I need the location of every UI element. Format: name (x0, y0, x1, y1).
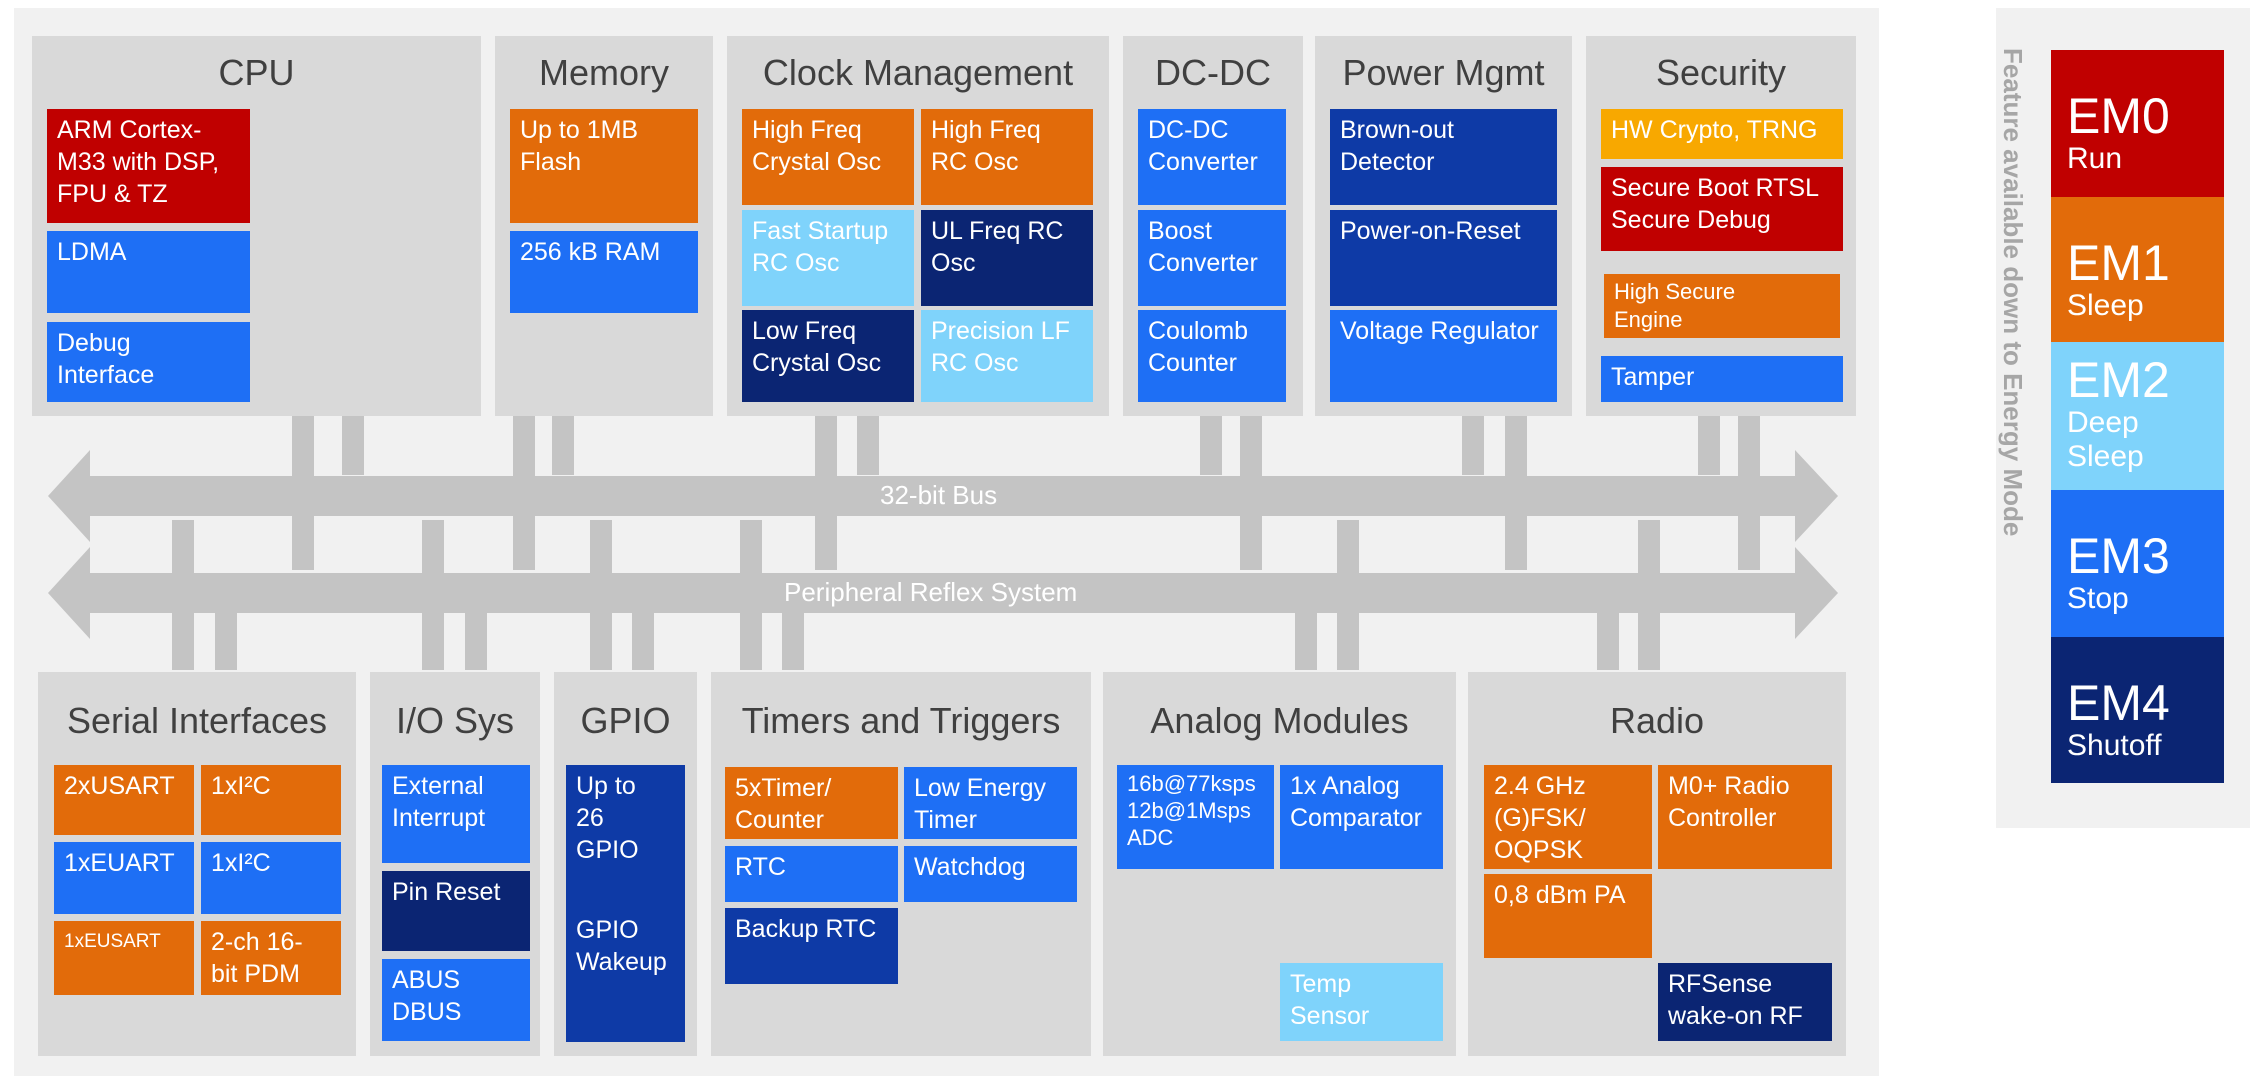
block-gpio-wakeup: GPIO Wakeup (566, 909, 685, 1042)
group-title: Serial Interfaces (66, 700, 328, 741)
group-security: Security HW Crypto, TRNG Secure Boot RTS… (1586, 36, 1856, 416)
block-tamper: Tamper (1601, 356, 1843, 402)
group-title: CPU (218, 52, 295, 93)
group-title: Analog Modules (1150, 700, 1409, 741)
block-2ch-pdm: 2-ch 16- bit PDM (201, 921, 341, 995)
block-timer-counter: 5xTimer/ Counter (725, 767, 898, 839)
block-temp-sensor: Temp Sensor (1280, 963, 1443, 1041)
block-2x-usart: 2xUSART (54, 765, 194, 835)
block-1x-euart: 1xEUART (54, 842, 194, 914)
block-1x-i2c-a: 1xI²C (201, 765, 341, 835)
group-dc-dc: DC-DC DC-DC Converter Boost Converter Co… (1123, 36, 1303, 416)
block-hf-crystal-osc: High Freq Crystal Osc (742, 109, 914, 205)
group-gpio: GPIO Up to 26 GPIO GPIO Wakeup (554, 672, 697, 1056)
block-hf-rc-osc: High Freq RC Osc (921, 109, 1093, 205)
block-arm-cortex: ARM Cortex- M33 with DSP, FPU & TZ (47, 109, 250, 223)
block-voltage-regulator: Voltage Regulator (1330, 310, 1557, 402)
block-low-energy-timer: Low Energy Timer (904, 767, 1077, 839)
block-rfsense: RFSense wake-on RF (1658, 963, 1832, 1041)
block-boost-converter: Boost Converter (1138, 210, 1286, 306)
block-ldma: LDMA (47, 231, 250, 313)
block-m0-radio-controller: M0+ Radio Controller (1658, 765, 1832, 869)
block-abus-dbus: ABUS DBUS (382, 959, 530, 1041)
group-title: Timers and Triggers (741, 700, 1061, 741)
block-fast-startup-rc-osc: Fast Startup RC Osc (742, 210, 914, 306)
block-watchdog: Watchdog (904, 846, 1077, 902)
block-1x-i2c-b: 1xI²C (201, 842, 341, 914)
group-clock-management: Clock Management High Freq Crystal Osc H… (727, 36, 1109, 416)
group-title: Security (1655, 52, 1787, 93)
group-title: Power Mgmt (1342, 52, 1545, 93)
block-precision-lf-rc-osc: Precision LF RC Osc (921, 310, 1093, 402)
block-power-on-reset: Power-on-Reset (1330, 210, 1557, 306)
block-backup-rtc: Backup RTC (725, 908, 898, 984)
block-high-secure-engine: High Secure Engine (1604, 274, 1840, 338)
bus-32bit-label: 32-bit Bus (880, 480, 998, 510)
block-pin-reset: Pin Reset (382, 871, 530, 951)
block-flash: Up to 1MB Flash (510, 109, 698, 223)
block-debug-interface: Debug Interface (47, 322, 250, 402)
block-brown-out-detector: Brown-out Detector (1330, 109, 1557, 205)
legend-caption: Feature available down to Energy Mode (1998, 48, 2028, 537)
block-ul-freq-rc-osc: UL Freq RC Osc (921, 210, 1093, 306)
group-memory: Memory Up to 1MB Flash 256 kB RAM (495, 36, 713, 416)
block-dcdc-converter: DC-DC Converter (1138, 109, 1286, 205)
group-power-mgmt: Power Mgmt Brown-out Detector Power-on-R… (1315, 36, 1572, 416)
group-title: Clock Management (762, 52, 1074, 93)
bus-prs-label: Peripheral Reflex System (784, 577, 1078, 607)
block-secure-boot: Secure Boot RTSL Secure Debug (1601, 167, 1843, 251)
block-coulomb-counter: Coulomb Counter (1138, 310, 1286, 402)
block-1x-eusart: 1xEUSART (54, 921, 194, 995)
group-title: GPIO (580, 700, 671, 741)
bus-prs-arrow (48, 547, 1838, 639)
bus-32bit-arrow (48, 450, 1838, 542)
block-2-4ghz-fsk: 2.4 GHz (G)FSK/ OQPSK (1484, 765, 1652, 869)
block-pa: 0,8 dBm PA (1484, 874, 1652, 958)
group-title: DC-DC (1155, 52, 1271, 93)
block-adc: 16b@77ksps 12b@1Msps ADC (1117, 765, 1274, 869)
group-serial-interfaces: Serial Interfaces 2xUSART 1xI²C 1xEUART … (38, 672, 356, 1056)
group-analog-modules: Analog Modules 16b@77ksps 12b@1Msps ADC … (1103, 672, 1456, 1056)
group-cpu: CPU ARM Cortex- M33 with DSP, FPU & TZ L… (32, 36, 481, 416)
group-timers-triggers: Timers and Triggers 5xTimer/ Counter Low… (711, 672, 1091, 1056)
block-ram: 256 kB RAM (510, 231, 698, 313)
block-rtc: RTC (725, 846, 898, 902)
group-title: I/O Sys (395, 700, 515, 741)
block-hw-crypto: HW Crypto, TRNG (1601, 109, 1843, 159)
block-external-interrupt: External Interrupt (382, 765, 530, 863)
group-title: Radio (1609, 700, 1705, 741)
block-analog-comparator: 1x Analog Comparator (1280, 765, 1443, 869)
group-io-sys: I/O Sys External Interrupt Pin Reset ABU… (370, 672, 540, 1056)
block-lf-crystal-osc: Low Freq Crystal Osc (742, 310, 914, 402)
group-title: Memory (538, 52, 669, 93)
group-radio: Radio 2.4 GHz (G)FSK/ OQPSK M0+ Radio Co… (1468, 672, 1846, 1056)
